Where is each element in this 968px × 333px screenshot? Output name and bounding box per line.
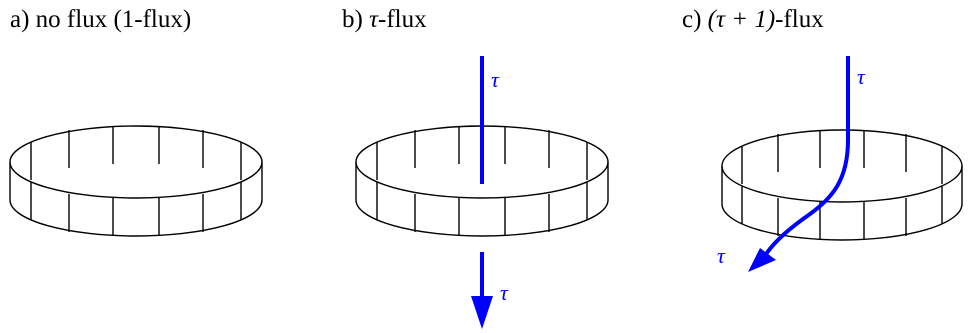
panel-b-title-suffix: -flux [378, 6, 427, 33]
flux-c-curve [764, 56, 850, 256]
panel-a-title-math: 1 [121, 6, 135, 33]
panel-c-title-math: (τ + 1) [707, 6, 776, 33]
flux-b-top-label: τ [491, 67, 500, 92]
ring-c [721, 129, 963, 241]
ring-b-ribs [376, 126, 588, 236]
panel-b-title: b) τ-flux [342, 6, 427, 34]
panel-b-title-math: τ [369, 6, 379, 33]
panel-c-title: c) (τ + 1)-flux [682, 6, 824, 34]
flux-c-arrowhead [748, 248, 776, 272]
flux-c-bottom-label: τ [717, 243, 726, 268]
flux-b-bottom-label: τ [500, 280, 509, 305]
ring-a-ribs [30, 126, 242, 236]
panel-c-title-prefix: c) [682, 6, 708, 33]
panel-a-title: a) no flux (1-flux) [10, 6, 191, 34]
panel-b-title-prefix: b) [342, 6, 370, 33]
flux-b-arrowhead [471, 296, 493, 329]
ring-a [9, 125, 263, 237]
panel-c-title-suffix: -flux [775, 6, 824, 33]
panel-a-title-prefix: a) no flux ( [10, 6, 122, 33]
ring-c-ribs [741, 130, 943, 240]
flux-c-top-label: τ [857, 64, 866, 89]
panel-a-title-suffix: -flux) [134, 6, 192, 33]
